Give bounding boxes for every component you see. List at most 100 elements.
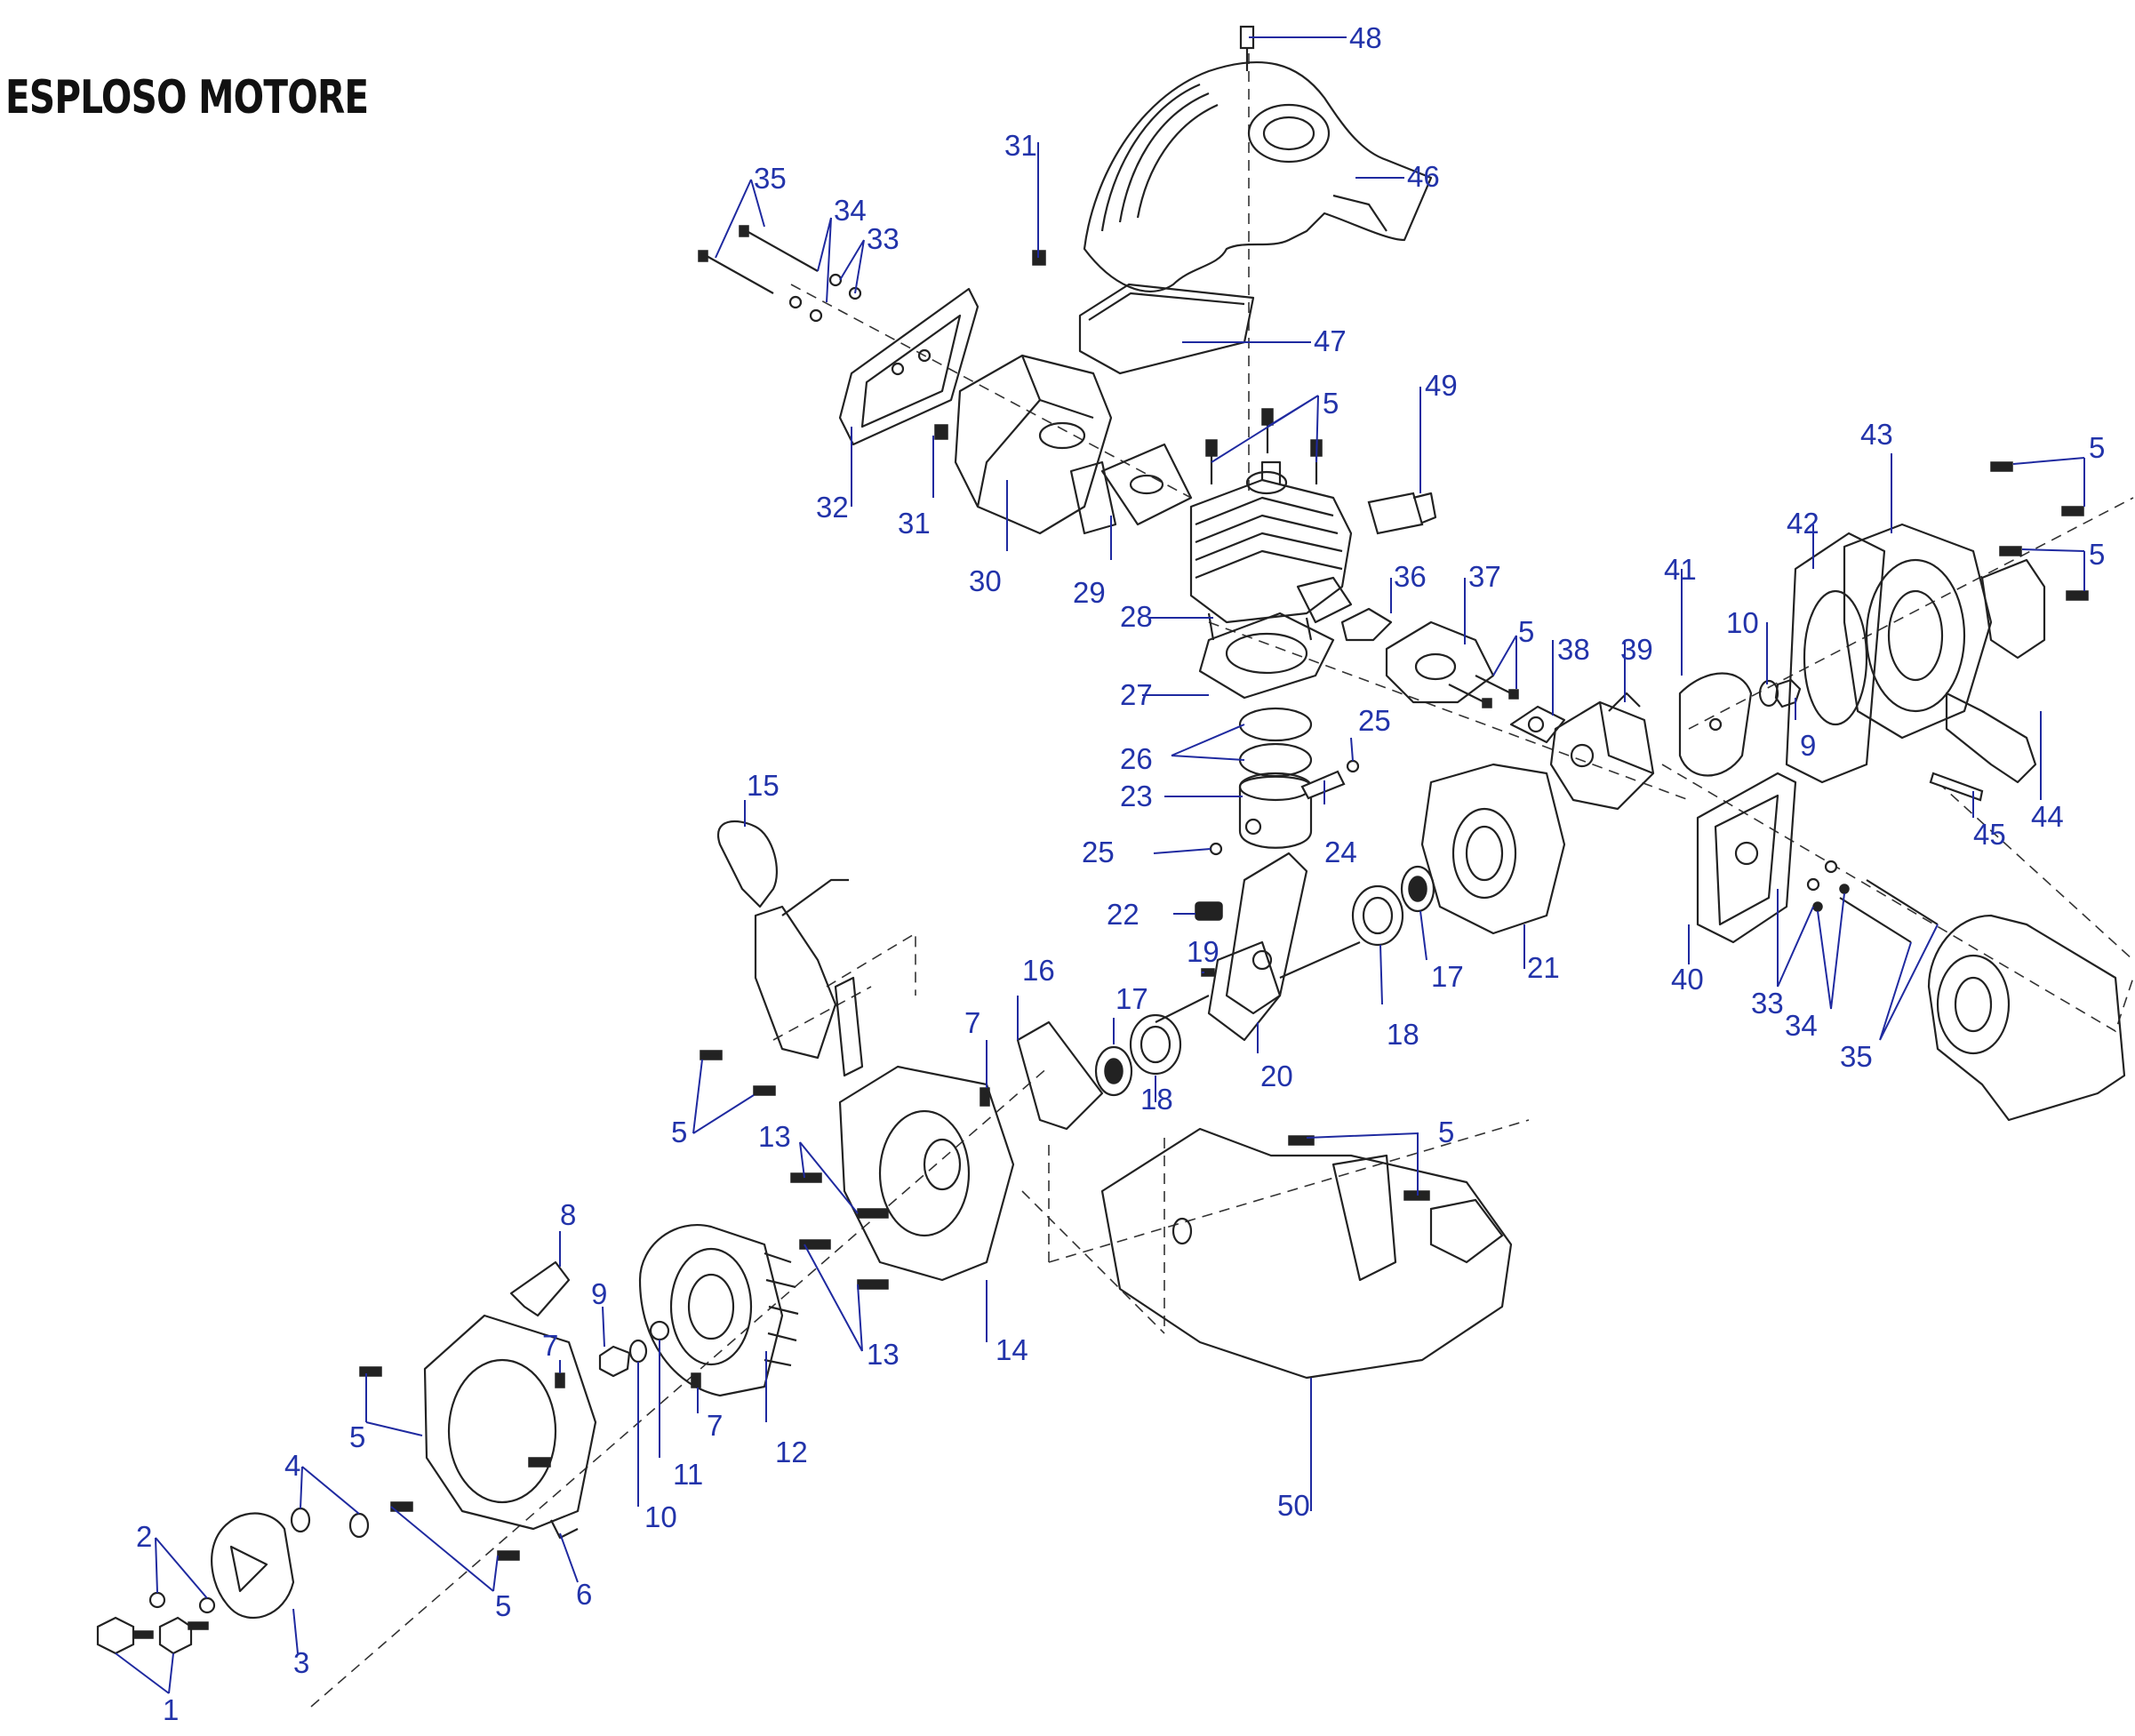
- air-filter-part-41: [1678, 672, 1753, 777]
- callout-21: 21: [1527, 951, 1560, 984]
- starter-gasket-part-42: [1785, 532, 1886, 784]
- piston-rings-part-26: [1238, 707, 1313, 778]
- callout-31: 31: [1004, 129, 1037, 162]
- callout-48: 48: [1349, 21, 1382, 54]
- needle-bearing-part-22: [1195, 901, 1223, 921]
- callout-5: 5: [495, 1589, 511, 1622]
- fuel-tank-part-50: [1100, 1127, 1513, 1380]
- flywheel-part-12: [638, 1224, 799, 1397]
- fan-cover-part-46: [1083, 60, 1433, 292]
- crankcase-gasket-part-16: [1016, 1020, 1104, 1131]
- callout-47: 47: [1314, 324, 1347, 357]
- intake-manifold-part-37: [1385, 620, 1495, 704]
- callout-5: 5: [671, 1116, 687, 1148]
- callout-10: 10: [1726, 606, 1759, 639]
- callout-7: 7: [964, 1006, 980, 1039]
- washer-part-11: [649, 1320, 670, 1341]
- callout-16: 16: [1022, 954, 1055, 987]
- crankcase-part-21: [1420, 763, 1566, 935]
- diagram-title: ESPLOSO MOTORE: [5, 71, 369, 124]
- piston-pin-part-24: [1300, 770, 1346, 800]
- callout-30: 30: [969, 564, 1002, 597]
- grip-part-45: [1929, 772, 1984, 802]
- callout-2: 2: [136, 1520, 152, 1553]
- crankcase-screws-part-13: [790, 1172, 889, 1290]
- callout-9: 9: [1800, 729, 1816, 762]
- callout-46: 46: [1407, 160, 1440, 193]
- callout-31: 31: [898, 507, 931, 540]
- callout-24: 24: [1324, 836, 1357, 868]
- gasket-part-29: [1069, 443, 1193, 535]
- callout-14: 14: [996, 1333, 1028, 1366]
- callout-44: 44: [2031, 800, 2064, 833]
- callout-7: 7: [542, 1329, 558, 1362]
- callout-6: 6: [576, 1578, 592, 1611]
- pin-part-7-a: [980, 1087, 990, 1107]
- muffler-cover-part-32: [838, 287, 980, 446]
- callout-7: 7: [707, 1409, 723, 1442]
- plate-part-8: [509, 1260, 571, 1317]
- callout-5: 5: [349, 1420, 365, 1453]
- piston-part-23: [1238, 772, 1313, 849]
- callout-27: 27: [1120, 678, 1153, 711]
- callout-18: 18: [1387, 1018, 1419, 1051]
- callout-43: 43: [1860, 418, 1893, 451]
- callout-26: 26: [1120, 742, 1153, 775]
- cylinder-part-28: [1189, 460, 1353, 641]
- callout-35: 35: [754, 162, 787, 195]
- callout-40: 40: [1671, 963, 1704, 996]
- callout-3: 3: [293, 1646, 309, 1679]
- callout-5: 5: [1323, 387, 1339, 420]
- callout-5: 5: [2089, 538, 2105, 571]
- callout-19: 19: [1187, 935, 1219, 968]
- callout-34: 34: [1785, 1009, 1818, 1042]
- callout-8: 8: [560, 1198, 576, 1231]
- clutch-part-3: [211, 1512, 295, 1620]
- piston-clip-part-25-a: [1209, 842, 1223, 856]
- cylinder-gasket-part-27: [1198, 612, 1335, 700]
- callout-leaders: [115, 36, 2085, 1694]
- callout-34: 34: [834, 194, 867, 227]
- callout-25: 25: [1358, 704, 1391, 737]
- callout-42: 42: [1787, 507, 1819, 540]
- frame-part-40: [1696, 772, 1797, 944]
- callout-17: 17: [1431, 960, 1464, 993]
- cylinder-screws-part-5: [1205, 408, 1323, 484]
- callout-17: 17: [1115, 982, 1148, 1015]
- callout-labels: 48 46 47 31 31 35 34 33 32 30 29 5 49 28…: [136, 21, 2105, 1726]
- fan-housing-right: [1927, 914, 2126, 1122]
- callout-39: 39: [1620, 633, 1653, 666]
- muffler-part-30: [954, 354, 1113, 535]
- seal-part-17-a: [1400, 865, 1435, 913]
- callout-28: 28: [1120, 600, 1153, 633]
- callout-22: 22: [1107, 898, 1139, 931]
- callout-20: 20: [1260, 1060, 1293, 1092]
- intake-screws-part-5: [1448, 675, 1519, 708]
- fan-housing-part-6: [423, 1314, 597, 1540]
- callout-10: 10: [644, 1500, 677, 1533]
- screw-part-48: [1239, 25, 1255, 71]
- callout-35: 35: [1840, 1040, 1873, 1073]
- washer-part-10-top: [1758, 679, 1779, 708]
- callout-33: 33: [867, 222, 900, 255]
- callout-45: 45: [1973, 818, 2006, 851]
- screw-part-31-b: [934, 424, 948, 440]
- callout-9: 9: [591, 1277, 607, 1310]
- crankcase-part-14: [838, 1065, 1015, 1282]
- callout-15: 15: [747, 769, 780, 802]
- pin-part-7-b: [555, 1372, 565, 1388]
- piston-clip-part-25-b: [1346, 759, 1360, 773]
- intake-gasket-part-36: [1340, 607, 1393, 642]
- coil-screws-part-5: [700, 1050, 776, 1096]
- bearing-part-18-b: [1129, 1013, 1182, 1076]
- callout-29: 29: [1073, 576, 1106, 609]
- nut-part-9: [598, 1345, 631, 1378]
- callout-41: 41: [1664, 553, 1697, 586]
- callout-49: 49: [1425, 369, 1458, 402]
- callout-33: 33: [1751, 987, 1784, 1020]
- callout-25: 25: [1082, 836, 1115, 868]
- bearing-part-18-a: [1351, 884, 1404, 947]
- callout-23: 23: [1120, 780, 1153, 812]
- callout-5: 5: [1518, 615, 1534, 648]
